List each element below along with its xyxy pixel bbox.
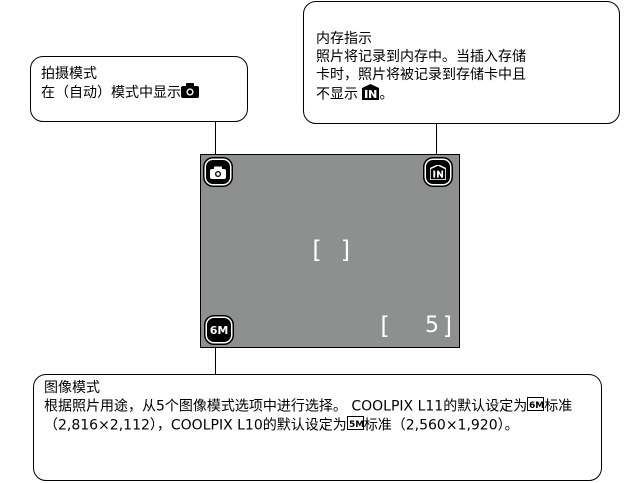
focus-bracket-left: [ <box>309 236 324 264</box>
callout-image-mode-title: 图像模式 <box>44 380 100 396</box>
callout-shooting-mode: 拍摄模式 在（自动）模式中显示 <box>30 56 248 122</box>
image-mode-5m-icon: 5M <box>346 416 364 435</box>
internal-memory-icon <box>362 84 380 105</box>
callout-image-mode-text-b: 标准（2,816×2,112），COOLPIX L10的默认设定为 <box>44 398 573 434</box>
callout-image-mode-text-c: 标准（2,560×1,920）。 <box>363 417 519 434</box>
connector-image-mode <box>215 342 216 375</box>
callout-shooting-mode-title: 拍摄模式 <box>41 66 97 82</box>
exposure-count-bracket-right: ] <box>441 312 456 340</box>
callout-shooting-mode-text: 在（自动）模式中显示 <box>41 85 181 101</box>
connector-shooting-mode <box>215 122 216 155</box>
svg-text:6M: 6M <box>529 401 544 411</box>
callout-image-mode: 图像模式 根据照片用途，从5个图像模式选项中进行选择。 COOLPIX L11的… <box>33 374 602 481</box>
camera-monitor: 6M [ ] [ 5 ] <box>200 154 460 348</box>
image-mode-6m-icon: 6M <box>527 397 544 416</box>
callout-memory-line1: 照片将记录到内存中。当插入存储 <box>316 49 526 65</box>
exposures-remaining: 5 <box>425 313 439 338</box>
monitor-internal-memory-icon <box>426 160 450 184</box>
callout-image-mode-text-a: 根据照片用途，从5个图像模式选项中进行选择。 COOLPIX L11的默认设定为 <box>44 398 528 415</box>
callout-memory: 内存指示 照片将记录到内存中。当插入存储 卡时，照片将被记录到存储卡中且 不显示… <box>303 1 620 124</box>
monitor-camera-icon <box>206 160 230 184</box>
exposure-count-bracket-left: [ <box>377 312 392 340</box>
monitor-image-mode-label: 6M <box>209 323 229 337</box>
focus-bracket-right: ] <box>339 236 354 264</box>
callout-memory-title: 内存指示 <box>316 31 372 47</box>
monitor-image-mode-icon: 6M <box>207 318 231 342</box>
callout-memory-line3b: 。 <box>379 86 394 103</box>
callout-memory-line2: 卡时，照片将被记录到存储卡中且 <box>316 67 526 83</box>
camera-icon <box>181 83 199 103</box>
connector-memory <box>436 123 437 154</box>
svg-text:5M: 5M <box>349 420 364 430</box>
callout-memory-line3a: 不显示 <box>316 86 358 103</box>
